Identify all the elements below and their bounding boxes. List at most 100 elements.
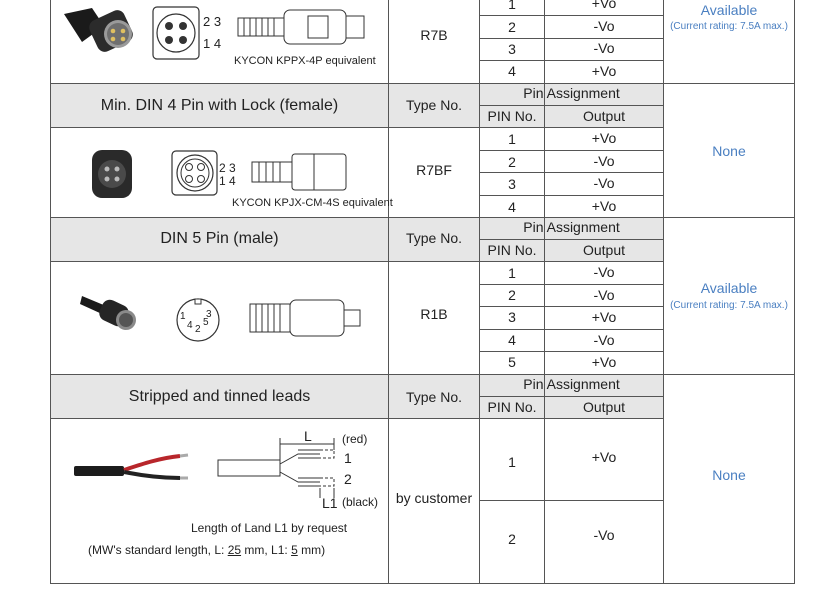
grid-h	[479, 329, 663, 330]
note-L-value: 25	[227, 543, 242, 557]
r7bf-title: Min. DIN 4 Pin with Lock (female)	[100, 97, 339, 114]
r1b-pin-output: -Vo	[593, 287, 615, 303]
leads-availability: None	[712, 467, 746, 483]
leads-pin-no-header: PIN No.	[487, 399, 537, 415]
r7b-side-drawing	[237, 9, 365, 45]
leads-label-1: 1	[344, 450, 352, 466]
r1b-pin-no: 2	[508, 287, 516, 303]
grid-h	[50, 374, 795, 375]
leads-note-line2: (MW's standard length, L: 25 mm, L1: 5 m…	[88, 543, 325, 557]
r1b-pin-output: +Vo	[591, 354, 617, 370]
r7bf-connector-photo	[92, 150, 132, 198]
leads-pin-output: -Vo	[593, 527, 615, 543]
r7b-pin-no: 1	[508, 0, 516, 12]
grid-col-avail	[663, 0, 664, 583]
leads-label-black: (black)	[342, 495, 379, 509]
r7bf-availability: None	[712, 143, 746, 159]
grid-h	[50, 127, 663, 128]
r1b-pin-label: 1	[180, 311, 186, 322]
r1b-pin-no: 1	[508, 265, 516, 281]
grid-h	[50, 217, 795, 218]
r7bf-side-drawing	[251, 153, 347, 191]
note-mid: mm, L1:	[241, 543, 292, 557]
r1b-availability: Available	[700, 280, 758, 296]
note-L1-value: 5	[291, 543, 298, 557]
leads-label-L: L	[304, 428, 312, 444]
r1b-pin-output: +Vo	[591, 309, 617, 325]
r7b-pin-diagram	[152, 6, 200, 60]
r1b-pin-label: 3	[206, 309, 212, 320]
r1b-pin-no: 4	[508, 332, 516, 348]
grid-col-type	[388, 0, 389, 583]
note-suffix: mm)	[297, 543, 326, 557]
r7bf-pin-no: 1	[508, 131, 516, 147]
r7bf-pin-assignment: Pin Assignment	[523, 85, 620, 101]
r7bf-pin-output: -Vo	[593, 175, 615, 191]
grid-h	[479, 150, 663, 151]
leads-title: Stripped and tinned leads	[128, 388, 311, 405]
grid-h	[479, 351, 663, 352]
leads-pin-assignment: Pin Assignment	[523, 376, 620, 392]
r7b-part-label: KYCON KPPX-4P equivalent	[234, 55, 376, 67]
r7bf-pin-no: 3	[508, 176, 516, 192]
r1b-rating: (Current rating: 7.5A max.)	[670, 300, 788, 311]
leads-label-L1: L1	[322, 495, 338, 511]
grid-h	[479, 60, 663, 61]
r1b-pin-no-header: PIN No.	[487, 242, 537, 258]
r1b-pin-no: 5	[508, 354, 516, 370]
leads-dimension-diagram	[217, 438, 335, 498]
r7b-pin-no: 4	[508, 63, 516, 79]
grid-left	[50, 0, 51, 583]
grid-h	[50, 83, 795, 84]
grid-h	[479, 15, 663, 16]
r7bf-pin-output: +Vo	[591, 198, 617, 214]
r7b-pin-no: 2	[508, 19, 516, 35]
r7bf-pin-output: +Vo	[591, 130, 617, 146]
leads-cable-photo	[74, 453, 189, 480]
grid-h	[479, 239, 663, 240]
r7bf-pin-diagram	[171, 150, 218, 196]
r7b-pin-output: +Vo	[591, 0, 617, 11]
r7b-pin-output: +Vo	[591, 63, 617, 79]
leads-pin-no: 1	[508, 454, 516, 470]
r7b-connector-photo	[64, 8, 133, 52]
r7b-availability: Available	[700, 2, 758, 18]
r1b-pin-output: -Vo	[593, 332, 615, 348]
r7b-pin-output: -Vo	[593, 40, 615, 56]
grid-right	[794, 0, 795, 583]
r1b-pin-label: 5	[203, 317, 209, 328]
r7bf-type-header: Type No.	[405, 97, 463, 113]
leads-output-header: Output	[582, 399, 626, 415]
r7b-pin-label-bottom: 1 4	[203, 36, 222, 51]
grid-col-output	[544, 0, 545, 583]
leads-type-no: by customer	[395, 490, 473, 506]
leads-label-red: (red)	[342, 432, 368, 446]
grid-h	[50, 261, 663, 262]
leads-pin-no: 2	[508, 531, 516, 547]
r7bf-pin-output: -Vo	[593, 153, 615, 169]
r7bf-type-no: R7BF	[416, 162, 452, 178]
r1b-pin-label: 2	[195, 324, 201, 335]
r7bf-pin-no: 2	[508, 154, 516, 170]
grid-h	[479, 195, 663, 196]
grid-h	[50, 418, 663, 419]
r1b-pin-diagram	[176, 298, 220, 342]
leads-type-header: Type No.	[405, 389, 463, 405]
grid-h	[479, 306, 663, 307]
leads-note-line1: Length of Land L1 by request	[191, 521, 348, 535]
r7bf-pin-label-top: 2 3	[219, 161, 236, 175]
r1b-output-header: Output	[582, 242, 626, 258]
r7bf-part-label: KYCON KPJX-CM-4S equivalent	[232, 197, 393, 209]
r1b-pin-label: 4	[187, 320, 193, 331]
r7b-pin-no: 3	[508, 41, 516, 57]
r7bf-pin-no: 4	[508, 199, 516, 215]
grid-h	[479, 500, 663, 501]
grid-h	[479, 396, 663, 397]
r7bf-output-header: Output	[582, 108, 626, 124]
grid-h	[479, 172, 663, 173]
leads-pin-output: +Vo	[591, 449, 617, 465]
grid-h	[479, 38, 663, 39]
r1b-title: DIN 5 Pin (male)	[160, 230, 279, 247]
note-prefix: (MW's standard length, L:	[88, 543, 228, 557]
grid-h	[479, 284, 663, 285]
